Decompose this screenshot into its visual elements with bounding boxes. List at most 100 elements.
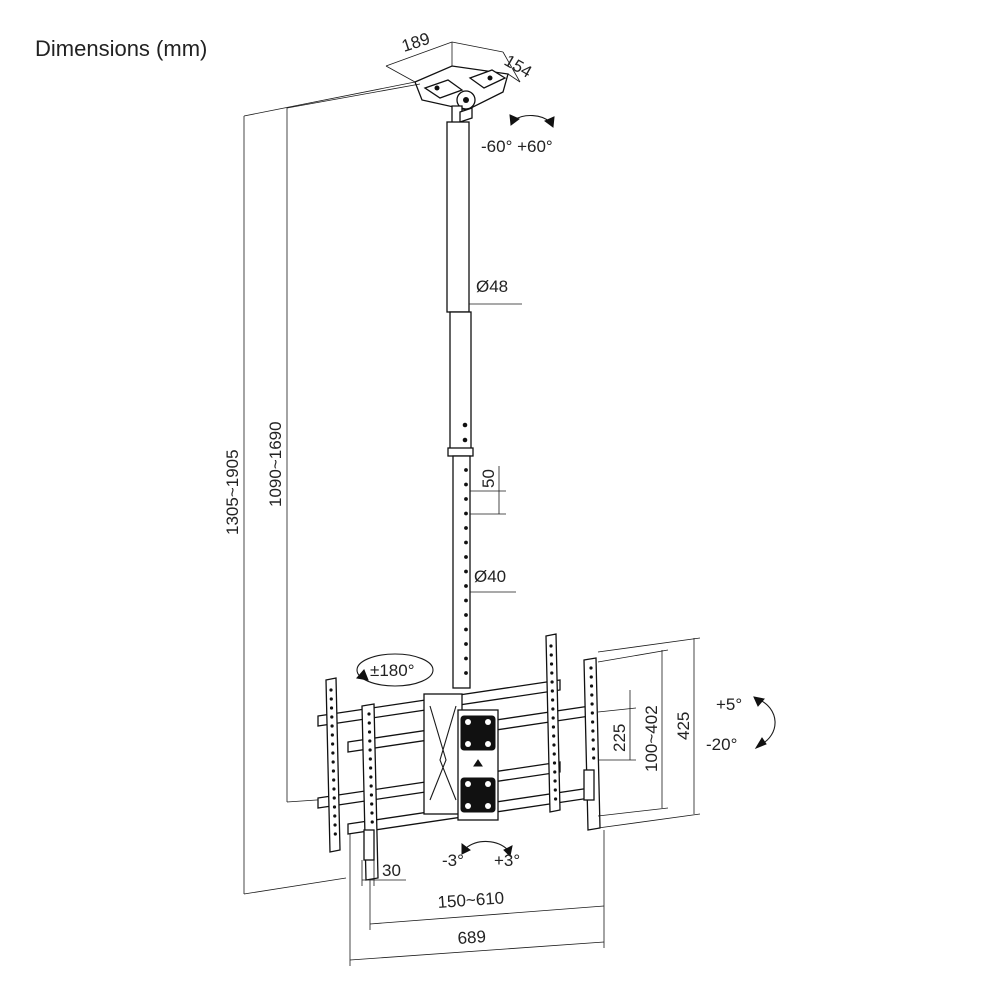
arm-hole bbox=[369, 793, 374, 797]
arm-hole bbox=[589, 675, 593, 679]
arm-hole bbox=[367, 721, 371, 725]
arm-hole bbox=[591, 738, 595, 742]
pole-hole bbox=[464, 468, 468, 472]
pole bbox=[446, 121, 474, 689]
arm-hole bbox=[330, 724, 334, 728]
vesa-vertical-range-label: 100~402 bbox=[642, 705, 661, 772]
vesa-horizontal-range-label: 150~610 bbox=[437, 888, 505, 912]
bracket-height-label: 425 bbox=[674, 712, 693, 740]
tilt-arrow-icon bbox=[759, 699, 776, 745]
arm-hole bbox=[553, 797, 558, 801]
arm-hole bbox=[592, 756, 596, 760]
hole-pitch-label: 50 bbox=[479, 469, 498, 488]
arm-hole bbox=[330, 733, 334, 737]
arm-hole bbox=[332, 778, 336, 782]
arm-hole bbox=[553, 779, 557, 783]
plate-width-label: 189 bbox=[399, 29, 432, 56]
arm-hole bbox=[553, 770, 557, 774]
rotation-arrow-icon bbox=[356, 653, 434, 687]
arm-hole bbox=[369, 775, 373, 779]
pole-hole bbox=[464, 613, 468, 617]
level-left-label: -3° bbox=[442, 851, 464, 870]
level-right-label: +3° bbox=[494, 851, 520, 870]
arm-hole bbox=[552, 734, 556, 738]
rotation-label: ±180° bbox=[370, 661, 415, 680]
vesa-vertical-min-label: 225 bbox=[610, 724, 629, 752]
pole-hole bbox=[464, 627, 468, 632]
arm-hole bbox=[368, 757, 372, 761]
pole-height-label: 1090~1690 bbox=[266, 421, 285, 507]
arm-hole bbox=[370, 820, 374, 824]
tilt-down-label: -20° bbox=[706, 735, 737, 754]
arm-hole bbox=[367, 730, 372, 734]
pole-hole bbox=[464, 482, 468, 487]
arm-hole bbox=[332, 805, 337, 809]
arm-hole bbox=[369, 766, 373, 770]
arm-hole bbox=[551, 707, 555, 711]
pole-hole bbox=[464, 497, 468, 501]
pole-lower-diameter-label: Ø40 bbox=[474, 567, 506, 586]
arm-hole bbox=[329, 706, 334, 710]
arm-hole bbox=[551, 716, 555, 720]
arm-hole bbox=[550, 689, 554, 693]
arm-hole bbox=[368, 739, 372, 743]
pole-hole bbox=[464, 569, 468, 574]
pole-hole bbox=[464, 584, 468, 588]
arm-hole bbox=[370, 802, 374, 806]
tv-bracket-frame bbox=[317, 633, 601, 881]
arm-hole bbox=[591, 747, 596, 751]
total-width-label: 689 bbox=[457, 927, 487, 948]
arm-hole bbox=[589, 684, 594, 688]
arm-hole bbox=[331, 760, 335, 764]
level-arrow-icon bbox=[465, 840, 509, 851]
arm-hole bbox=[333, 832, 337, 836]
arm-hole bbox=[590, 711, 594, 715]
pole-hole bbox=[464, 642, 468, 646]
arm-hole bbox=[590, 702, 594, 706]
arm-hole bbox=[549, 644, 553, 648]
arm-hole bbox=[329, 697, 333, 701]
arm-width-label: 30 bbox=[382, 861, 401, 880]
arm-hole bbox=[550, 671, 554, 675]
pole-hole bbox=[464, 540, 468, 545]
arm-hole bbox=[589, 666, 593, 670]
diagram-title: Dimensions (mm) bbox=[35, 36, 207, 61]
tilt-up-label: +5° bbox=[716, 695, 742, 714]
arm-hole bbox=[552, 761, 557, 765]
arm-hole bbox=[591, 729, 595, 733]
arm-hole bbox=[550, 680, 554, 684]
arm-hole bbox=[590, 693, 594, 697]
pole-hole bbox=[464, 511, 468, 516]
arm-hole bbox=[330, 715, 334, 719]
arm-adjust-holes bbox=[329, 644, 596, 836]
arm-hole bbox=[552, 752, 556, 756]
pole-upper-diameter-label: Ø48 bbox=[476, 277, 508, 296]
arm-hole bbox=[367, 712, 371, 716]
arm-hole bbox=[331, 769, 336, 773]
arm-hole bbox=[333, 814, 337, 818]
arm-hole bbox=[549, 662, 554, 666]
pole-hole bbox=[464, 671, 468, 675]
pole-hole bbox=[464, 526, 468, 530]
arm-hole bbox=[333, 823, 337, 827]
arm-hole bbox=[331, 751, 335, 755]
pole-hole bbox=[464, 656, 468, 661]
arm-hole bbox=[551, 698, 555, 702]
arm-hole bbox=[369, 784, 373, 788]
arm-hole bbox=[551, 725, 556, 729]
swivel-label: -60° +60° bbox=[481, 137, 553, 156]
pole-hole bbox=[464, 598, 468, 603]
pole-hole bbox=[464, 555, 468, 559]
arm-hole bbox=[370, 811, 374, 815]
arm-hole bbox=[332, 796, 336, 800]
arm-hole bbox=[591, 720, 595, 724]
ceiling-plate bbox=[414, 65, 509, 125]
arm-hole bbox=[332, 787, 336, 791]
total-height-label: 1305~1905 bbox=[223, 449, 242, 535]
arm-hole bbox=[331, 742, 335, 746]
arm-hole bbox=[329, 688, 333, 692]
arm-hole bbox=[552, 743, 556, 747]
arm-hole bbox=[549, 653, 553, 657]
